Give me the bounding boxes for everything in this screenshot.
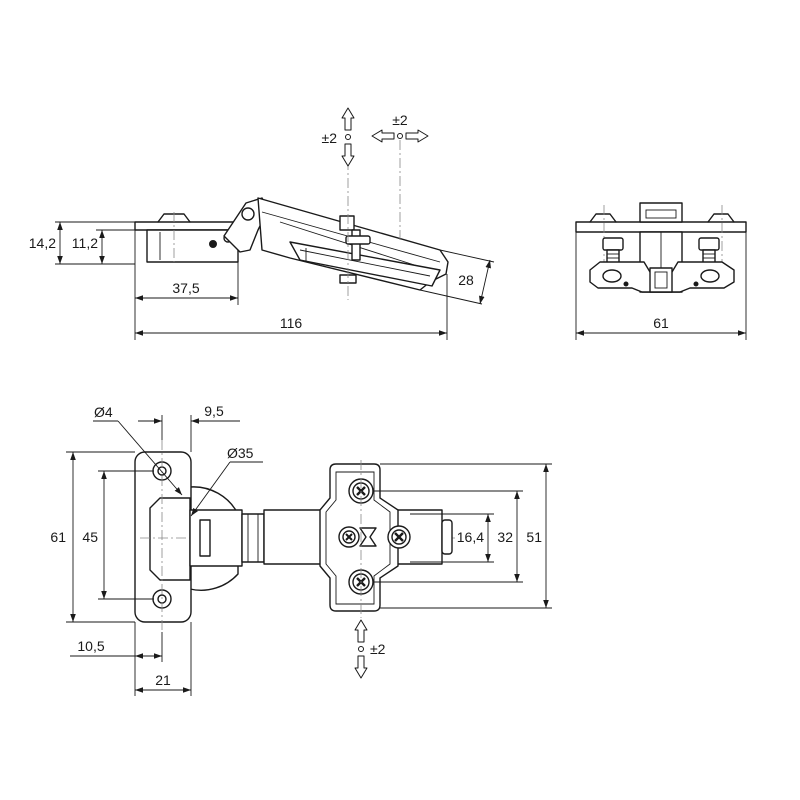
dim-hole-spacing: 45 bbox=[82, 529, 98, 545]
dim-plate-height: 11,2 bbox=[72, 235, 98, 251]
dim-top-height: 61 bbox=[50, 529, 66, 545]
dim-arm-height: 28 bbox=[458, 272, 474, 288]
dim-hole-offset: 9,5 bbox=[204, 403, 224, 419]
side-hinge-arm bbox=[223, 197, 449, 291]
top-view: ±2 Ø4 9,5 Ø35 61 45 10,5 bbox=[50, 403, 552, 696]
dim-edge-distance: 10,5 bbox=[77, 638, 104, 654]
side-cup-plate bbox=[134, 212, 239, 263]
top-mounting-plate bbox=[319, 463, 411, 612]
height-adjustment-label: ±2 bbox=[370, 641, 386, 657]
end-view: 61 bbox=[575, 202, 747, 340]
side-view: ±2 ±2 14,2 11,2 37,5 116 28 bbox=[29, 107, 495, 340]
dim-cup-diameter: Ø35 bbox=[227, 445, 254, 461]
dim-total-length: 116 bbox=[280, 315, 303, 331]
dim-cup-offset: 37,5 bbox=[172, 280, 199, 296]
dim-total-height: 14,2 bbox=[29, 235, 56, 251]
side-adjustment-arrow bbox=[371, 129, 429, 143]
dim-hole-diameter: Ø4 bbox=[94, 404, 113, 420]
side-adjustment-label: ±2 bbox=[392, 112, 408, 128]
dim-screw-outer: 32 bbox=[497, 529, 513, 545]
dim-end-width: 61 bbox=[653, 315, 669, 331]
dim-screw-inner: 16,4 bbox=[457, 529, 484, 545]
dim-plate-length: 51 bbox=[526, 529, 542, 545]
dim-cup-plate-width: 21 bbox=[155, 672, 171, 688]
depth-adjustment-label: ±2 bbox=[322, 130, 338, 146]
height-adjustment-arrow bbox=[354, 619, 368, 679]
depth-adjustment-arrow bbox=[341, 107, 355, 167]
